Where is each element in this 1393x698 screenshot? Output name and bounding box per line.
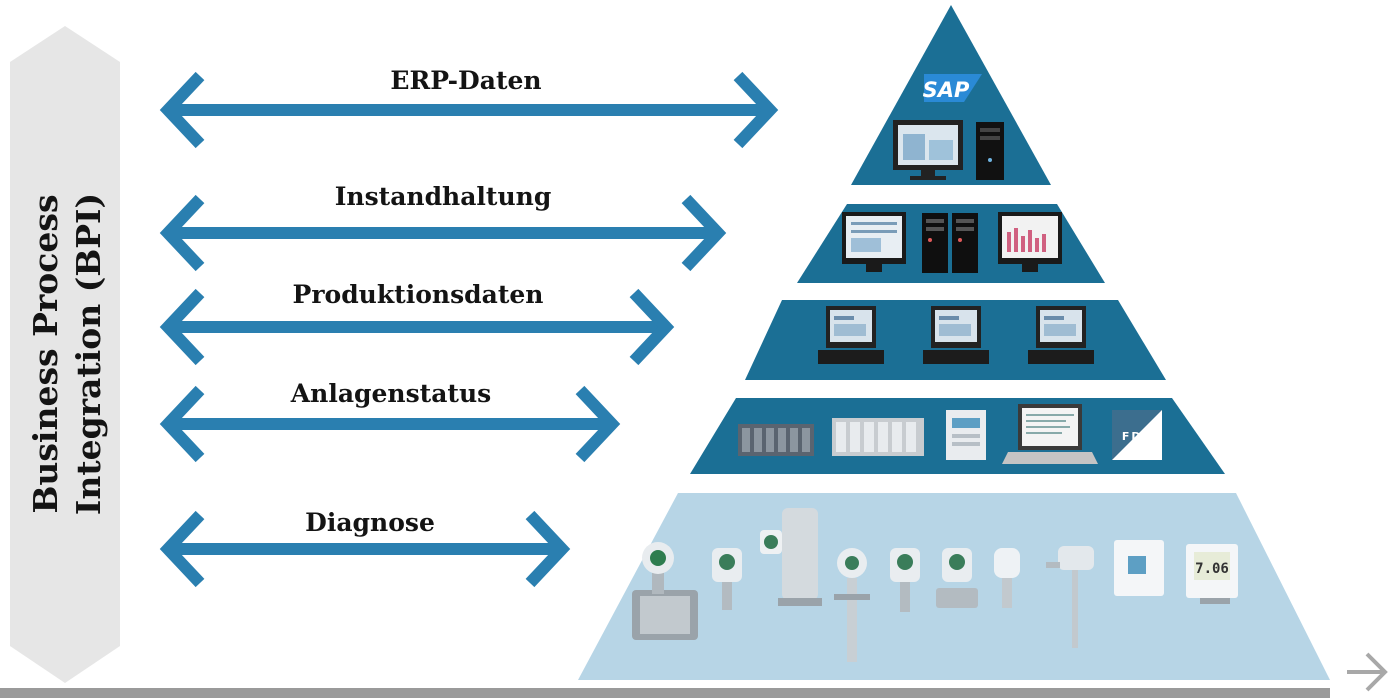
plc-rack-icon — [832, 418, 924, 456]
workstation-icon — [818, 306, 884, 364]
diagnose-label: Diagnose — [305, 508, 435, 537]
fdt-logo-text: FDT — [1122, 430, 1152, 443]
server-tower-icon — [922, 213, 948, 273]
flowmeter-icon — [632, 542, 698, 640]
scada-icons — [818, 306, 1094, 364]
instandhaltung-arrow — [159, 194, 727, 272]
erp-arrow — [159, 71, 779, 149]
field-icons: 7.06 — [632, 508, 1238, 662]
monitor-chart-icon — [842, 212, 906, 272]
sap-logo-icon: SAP — [923, 74, 982, 102]
produktionsdaten-label: Produktionsdaten — [292, 280, 544, 309]
fdt-logo-icon: FDT — [1112, 410, 1162, 460]
anlagenstatus-label: Anlagenstatus — [290, 379, 492, 408]
next-arrow-icon[interactable] — [1343, 650, 1391, 694]
monitor-bar-chart-icon — [998, 212, 1062, 272]
controller-box-icon — [1114, 540, 1164, 596]
instandhaltung-label: Instandhaltung — [334, 182, 552, 211]
bpi-title: Business Process Integration (BPI) — [25, 193, 111, 515]
bpi-title-line2: Integration (BPI) — [69, 192, 108, 516]
coriolis-flowmeter-icon — [760, 508, 822, 606]
anlagenstatus-arrow — [159, 385, 621, 463]
workstation-icon — [1028, 306, 1094, 364]
erp-daten-label: ERP-Daten — [390, 66, 542, 95]
monitor-icon — [893, 120, 963, 180]
plc-rack-icon — [738, 424, 814, 456]
workstation-icon — [923, 306, 989, 364]
footer-bar — [0, 688, 1330, 698]
pressure-transmitter-icon — [712, 548, 742, 610]
pressure-transmitter-icon — [936, 548, 978, 608]
vortex-flowmeter-icon — [834, 548, 870, 662]
analyzer-icon: 7.06 — [1186, 544, 1238, 604]
sap-logo-text: SAP — [923, 78, 970, 102]
erp-icons: SAP — [893, 74, 1004, 180]
laptop-icon — [1002, 404, 1098, 464]
arrows-layer — [159, 71, 779, 588]
temperature-transmitter-icon — [1046, 546, 1094, 648]
gateway-box-icon — [946, 410, 986, 460]
produktionsdaten-arrow — [159, 288, 675, 366]
bpi-title-line1: Business Process — [26, 194, 66, 514]
bpi-band — [10, 26, 120, 683]
server-tower-icon — [952, 213, 978, 273]
control-icons: FDT — [738, 404, 1162, 464]
diagnose-arrow — [159, 510, 571, 588]
mes-icons — [842, 212, 1062, 273]
level-switch-icon — [994, 548, 1020, 608]
analyzer-display-text: 7.06 — [1195, 561, 1229, 577]
server-tower-icon — [976, 122, 1004, 180]
level-transmitter-icon — [890, 548, 920, 612]
